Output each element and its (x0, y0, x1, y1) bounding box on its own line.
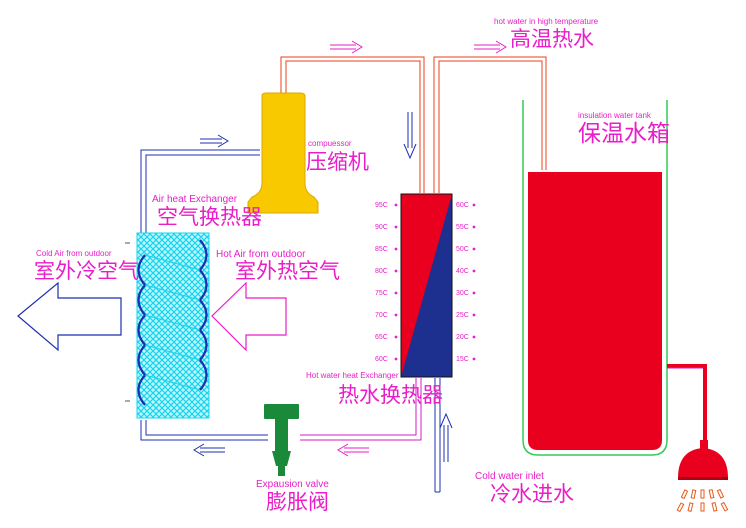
arrow-down-discharge (403, 112, 417, 160)
hot-air-arrow (211, 281, 287, 352)
valve-label-en: Expausion valve (256, 479, 329, 490)
shower-head (678, 440, 728, 480)
temp-left: 65C (375, 334, 388, 341)
temp-left: 70C (375, 312, 388, 319)
air-exchanger-label-en: Air heat Exchanger (152, 194, 238, 205)
hot-water-outlet-pipe (433, 56, 547, 193)
discharge-pipe (280, 56, 425, 193)
compressor-label-zh: 压缩机 (306, 150, 369, 174)
temp-right: 40C (456, 268, 469, 275)
cold-air-label-en: Cold Air from outdoor (36, 249, 112, 258)
hot-air-label-en: Hot Air from outdoor (216, 249, 306, 260)
temp-right: 60C (456, 202, 469, 209)
insulation-water-tank (522, 100, 668, 456)
water-drops (676, 488, 729, 513)
air-heat-exchanger (125, 232, 210, 419)
cold-inlet-label-zh: 冷水进水 (490, 482, 574, 506)
liquid-line-pipe (300, 378, 422, 441)
flow-arrows (193, 40, 507, 462)
temp-right: 20C (456, 334, 469, 341)
temp-left: 95C (375, 202, 388, 209)
compressor (247, 92, 319, 214)
cold-water-inlet-pipe (434, 378, 441, 493)
temp-left: 85C (375, 246, 388, 253)
tank-label-en: insulation water tank (578, 111, 651, 120)
temp-right: 50C (456, 246, 469, 253)
tank-label-zh: 保温水箱 (578, 121, 670, 147)
temp-left: 90C (375, 224, 388, 231)
arrow-up-cold-water (439, 412, 453, 462)
valve-label-zh: 膨胀阀 (266, 490, 329, 514)
temp-right: 15C (456, 356, 469, 363)
water-exchanger-label-en: Hot water heat Exchanger (306, 371, 399, 380)
cold-inlet-label-en: Cold water inlet (475, 471, 544, 482)
water-heat-exchanger (400, 193, 453, 378)
water-exchanger-label-zh: 热水换热器 (338, 383, 443, 407)
temp-right: 55C (456, 224, 469, 231)
hot-water-label-en: hot water in high temperature (494, 17, 599, 26)
temp-right: 30C (456, 290, 469, 297)
arrow-left-valve-out (193, 443, 225, 457)
arrow-left-liquid (337, 443, 369, 457)
hot-water-label-zh: 高温热水 (510, 27, 594, 51)
temp-left: 75C (375, 290, 388, 297)
temp-left: 60C (375, 356, 388, 363)
valve-to-evaporator-pipe (140, 420, 268, 441)
compressor-label-en: compuessor (308, 139, 352, 148)
arrow-right-top (330, 40, 363, 54)
cold-air-label-zh: 室外冷空气 (34, 259, 139, 283)
temp-left: 80C (375, 268, 388, 275)
air-exchanger-label-zh: 空气换热器 (157, 205, 262, 229)
arrow-right-suction (200, 134, 229, 148)
outlet-pipe (667, 364, 707, 442)
suction-pipe (140, 149, 260, 235)
cold-air-arrow (17, 281, 122, 352)
arrow-right-hot-water (474, 40, 507, 54)
temp-right: 25C (456, 312, 469, 319)
hot-air-label-zh: 室外热空气 (235, 259, 340, 283)
expansion-valve (264, 404, 299, 476)
